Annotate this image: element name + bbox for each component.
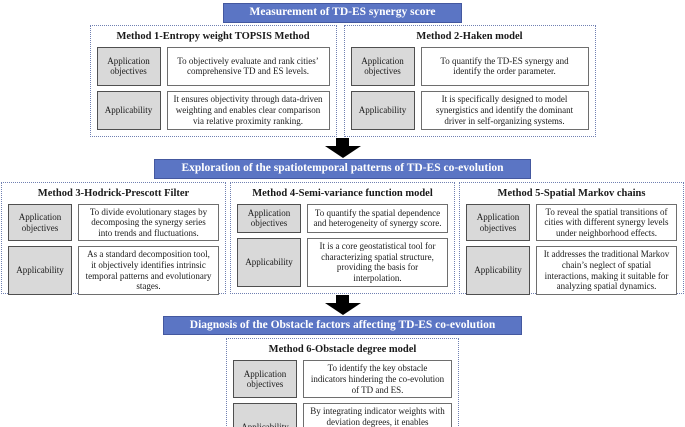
application-objectives-row: Application objectives To identify the k… <box>233 360 452 399</box>
section-header-measurement: Measurement of TD-ES synergy score <box>222 3 463 23</box>
application-objectives-text: To quantify the spatial dependence and h… <box>307 203 448 234</box>
section-header-exploration: Exploration of the spatiotemporal patter… <box>154 158 531 179</box>
method-title: Method 5-Spatial Markov chains <box>497 187 646 199</box>
applicability-label: Applicability <box>233 403 297 427</box>
method-box-semi-variance: Method 4-Semi-variance function model Ap… <box>230 181 455 294</box>
method-box-hodrick-prescott: Method 3-Hodrick-Prescott Filter Applica… <box>1 181 226 295</box>
application-objectives-label: Application objectives <box>466 203 530 242</box>
method-title: Method 6-Obstacle degree model <box>268 344 417 356</box>
applicability-row: Applicability By integrating indicator w… <box>233 403 452 427</box>
applicability-text: It ensures objectivity through data-driv… <box>166 90 330 130</box>
section-measurement-methods: Method 1-Entropy weight TOPSIS Method Ap… <box>89 24 596 137</box>
applicability-label: Applicability <box>96 90 161 130</box>
application-objectives-row: Application objectives To quantify the T… <box>350 46 589 86</box>
section-header-diagnosis: Diagnosis of the Obstacle factors affect… <box>162 315 523 336</box>
down-arrow-head <box>324 302 361 315</box>
applicability-row: Applicability It is specifically designe… <box>350 90 589 130</box>
applicability-text: It is a core geostatistical tool for cha… <box>307 238 448 287</box>
application-objectives-text: To reveal the spatial transitions of cit… <box>536 203 677 242</box>
applicability-label: Applicability <box>466 246 530 295</box>
application-objectives-text: To quantify the TD-ES synergy and identi… <box>420 46 589 86</box>
down-arrow-shaft <box>336 294 349 303</box>
application-objectives-text: To objectively evaluate and rank cities’… <box>166 46 330 86</box>
down-arrow-head <box>324 145 361 158</box>
applicability-text: It addresses the traditional Markov chai… <box>536 246 677 295</box>
application-objectives-row: Application objectives To divide evoluti… <box>8 203 219 242</box>
applicability-row: Applicability As a standard decompositio… <box>8 246 219 295</box>
method-title: Method 3-Hodrick-Prescott Filter <box>37 187 190 199</box>
down-arrow-icon <box>324 294 361 315</box>
application-objectives-label: Application objectives <box>96 46 161 86</box>
application-objectives-label: Application objectives <box>237 203 301 234</box>
down-arrow-icon <box>324 137 361 158</box>
method-box-entropy-topsis: Method 1-Entropy weight TOPSIS Method Ap… <box>89 24 337 137</box>
application-objectives-row: Application objectives To reveal the spa… <box>466 203 677 242</box>
applicability-text: As a standard decomposition tool, it obj… <box>78 246 219 295</box>
application-objectives-label: Application objectives <box>350 46 415 86</box>
down-arrow-shaft <box>336 137 349 146</box>
application-objectives-text: To identify the key obstacle indicators … <box>303 360 452 399</box>
method-box-spatial-markov: Method 5-Spatial Markov chains Applicati… <box>459 181 684 295</box>
applicability-label: Applicability <box>237 238 301 287</box>
application-objectives-text: To divide evolutionary stages by decompo… <box>78 203 219 242</box>
method-title: Method 4-Semi-variance function model <box>252 187 433 199</box>
section-exploration-methods: Method 3-Hodrick-Prescott Filter Applica… <box>1 181 684 295</box>
section-diagnosis-methods: Method 6-Obstacle degree model Applicati… <box>226 338 459 427</box>
applicability-row: Applicability It is a core geostatistica… <box>237 238 448 287</box>
applicability-row: Applicability It addresses the tradition… <box>466 246 677 295</box>
application-objectives-label: Application objectives <box>8 203 72 242</box>
application-objectives-label: Application objectives <box>233 360 297 399</box>
applicability-label: Applicability <box>8 246 72 295</box>
applicability-label: Applicability <box>350 90 415 130</box>
applicability-text: By integrating indicator weights with de… <box>303 403 452 427</box>
applicability-text: It is specifically designed to model syn… <box>420 90 589 130</box>
method-box-obstacle-degree: Method 6-Obstacle degree model Applicati… <box>226 338 459 427</box>
method-title: Method 1-Entropy weight TOPSIS Method <box>116 30 310 42</box>
application-objectives-row: Application objectives To quantify the s… <box>237 203 448 234</box>
method-title: Method 2-Haken model <box>416 30 523 42</box>
applicability-row: Applicability It ensures objectivity thr… <box>96 90 330 130</box>
method-box-haken-model: Method 2-Haken model Application objecti… <box>343 24 596 137</box>
application-objectives-row: Application objectives To objectively ev… <box>96 46 330 86</box>
